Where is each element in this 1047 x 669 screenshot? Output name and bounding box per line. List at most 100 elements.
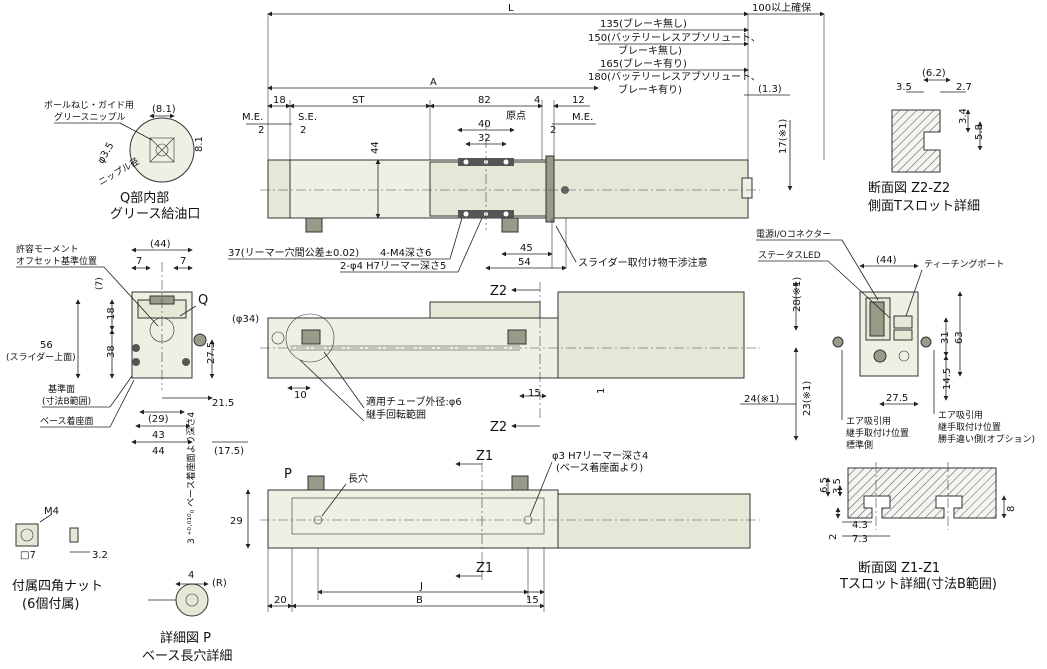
dim-18-left: 18	[106, 307, 117, 320]
slider-top-label: (スライダー上面)	[6, 351, 76, 363]
label-P: P	[284, 467, 292, 482]
dim-phi34: (φ34)	[232, 314, 259, 325]
dim-7c: (7)	[95, 277, 105, 290]
dim-2-left: 2	[258, 125, 264, 136]
dim-2-right: 2	[550, 125, 556, 136]
dim-135: 135(ブレーキ無し)	[600, 17, 687, 30]
air-a2: 継手取付け位置	[846, 427, 909, 439]
dim-17-5: (17.5)	[214, 446, 244, 457]
dim-29-bottom: 29	[230, 516, 243, 527]
right-end-view: 電源I/Oコネクター ステータスLED (44) ティーチングポート 31 63…	[756, 229, 1035, 451]
left-end-view: 許容モーメント オフセット基準位置 (44) 7 7 (7) 18 38 56 …	[6, 239, 248, 457]
dim-8-1b: 8.1	[194, 136, 205, 152]
dim-180b: ブレーキ有り)	[618, 83, 682, 96]
section-z1-top: Z1	[476, 449, 493, 464]
teaching-label: ティーチングポート	[924, 258, 1004, 270]
dim-8-1a: (8.1)	[152, 104, 176, 115]
slider-plate	[545, 155, 555, 223]
label-Q: Q	[198, 293, 208, 308]
q-title-2: グリース給油口	[110, 207, 200, 222]
dim-7a: 7	[136, 256, 142, 267]
dim-7b: 7	[180, 256, 186, 267]
joint-note: 継手回転範囲	[366, 408, 426, 421]
dim-45: 45	[520, 243, 533, 254]
grease-label-1: ボールねじ・ガイド用	[44, 100, 134, 111]
right-14-5: 14.5	[942, 368, 953, 390]
z1-2: 2	[828, 534, 839, 540]
p-R: (R)	[212, 578, 227, 589]
label-origin: 原点	[506, 110, 526, 122]
dim-15-side: 15	[528, 388, 541, 399]
dim-A: A	[430, 77, 437, 88]
p-detail: 4 (R) 3 ⁺⁰·⁰¹⁰₀ ベース着座面より深さ4 詳細図 P ベース長穴詳…	[142, 412, 232, 664]
dim-1-side: 1	[596, 388, 607, 394]
p-title-1: 詳細図 P	[160, 630, 211, 646]
dim-28: 28(※1)	[792, 277, 803, 312]
dim-15-bottom: 15	[526, 595, 539, 606]
dim-32: 32	[478, 133, 491, 144]
ref-2: (寸法B範囲)	[42, 395, 91, 407]
dim-18: 18	[273, 95, 286, 106]
dim-43: 43	[152, 430, 165, 441]
z1-6-5: 6.5	[819, 477, 830, 493]
dim-56: 56	[40, 340, 53, 351]
z2-title-2: 側面Tスロット詳細	[868, 198, 980, 214]
base-seat: ベース着座面	[40, 415, 94, 427]
dim-44: 44	[370, 141, 381, 154]
dim-ST: ST	[352, 95, 365, 106]
motor-housing-side	[557, 291, 745, 379]
section-z2-bottom: Z2	[490, 420, 507, 435]
dim-180a: 180(バッテリーレスアブソリュート、	[588, 70, 761, 83]
led-label: ステータスLED	[758, 250, 821, 261]
dim-12: 12	[572, 95, 585, 106]
dim-150b: ブレーキ無し)	[618, 44, 682, 57]
label-se: S.E.	[298, 112, 317, 123]
dim-150a: 150(バッテリーレスアブソリュート、	[588, 31, 761, 44]
dim-m4: 4-M4深さ6	[380, 247, 431, 259]
dim-1-3: (1.3)	[758, 84, 782, 95]
z2-3-4: 3.4	[958, 108, 969, 124]
dim-20: 20	[274, 595, 287, 606]
dim-23: 23(※1)	[802, 381, 813, 416]
side-view: Z2 Z2 (φ34) 10 15 1 適用チューブ外径:φ6 継手回転範囲 2…	[232, 277, 813, 441]
q-title-1: Q部内部	[120, 190, 169, 206]
dim-37: 37(リーマー穴間公差±0.02)	[228, 246, 359, 259]
slider-top	[429, 161, 551, 217]
p-title-2: ベース長穴詳細	[142, 648, 232, 664]
label-me-right: M.E.	[572, 112, 593, 123]
ref-1: 基準面	[48, 383, 75, 395]
dim-54: 54	[518, 257, 531, 268]
right-44: (44)	[876, 255, 897, 266]
air-b1: エア吸引用	[938, 410, 983, 421]
section-z1-bottom: Z1	[476, 561, 493, 576]
z1-7-3: 7.3	[852, 534, 868, 545]
dim-4: 4	[534, 95, 540, 106]
moment-1: 許容モーメント	[16, 243, 79, 255]
right-31: 31	[940, 331, 951, 344]
dim-L: L	[508, 3, 514, 14]
dim-44p: (44)	[150, 239, 171, 250]
air-a1: エア吸引用	[846, 416, 891, 427]
grease-label-2: グリースニップル	[54, 111, 126, 123]
motor-housing-top	[553, 159, 749, 219]
nut-3-2: 3.2	[92, 550, 108, 561]
phi-3-5: φ3.5	[96, 141, 117, 166]
air-b3: 勝手違い側(オプション)	[938, 433, 1035, 445]
dim-38: 38	[106, 345, 117, 358]
section-z1: 6.5 3.5 8 2 4.3 7.3 断面図 Z1-Z1 Tスロット詳細(寸法…	[819, 462, 1017, 592]
dim-27-5-left: 27.5	[206, 342, 217, 364]
z1-3-5: 3.5	[832, 478, 843, 494]
z2-6-2: (6.2)	[922, 68, 946, 79]
z2-title-1: 断面図 Z2-Z2	[868, 181, 950, 196]
nut-m4: M4	[44, 506, 59, 517]
bottom-view: Z1 Z1 φ3 H7リーマー深さ4 (ベース着座面より) P 長穴 29 J …	[230, 449, 760, 612]
z2-2-7: 2.7	[956, 82, 972, 93]
q-detail: ボールねじ・ガイド用 グリースニップル (8.1) 8.1 φ3.5 ニップル径…	[44, 100, 205, 222]
z1-title-2: Tスロット詳細(寸法B範囲)	[839, 576, 997, 592]
dim-10: 10	[294, 390, 307, 401]
moment-2: オフセット基準位置	[16, 255, 97, 267]
dim-2-mid: 2	[300, 125, 306, 136]
nut-title-1: 付属四角ナット	[12, 579, 103, 594]
dim-100: 100以上確保	[752, 1, 811, 14]
square-nut: M4 □7 3.2 付属四角ナット (6個付属)	[12, 506, 108, 612]
